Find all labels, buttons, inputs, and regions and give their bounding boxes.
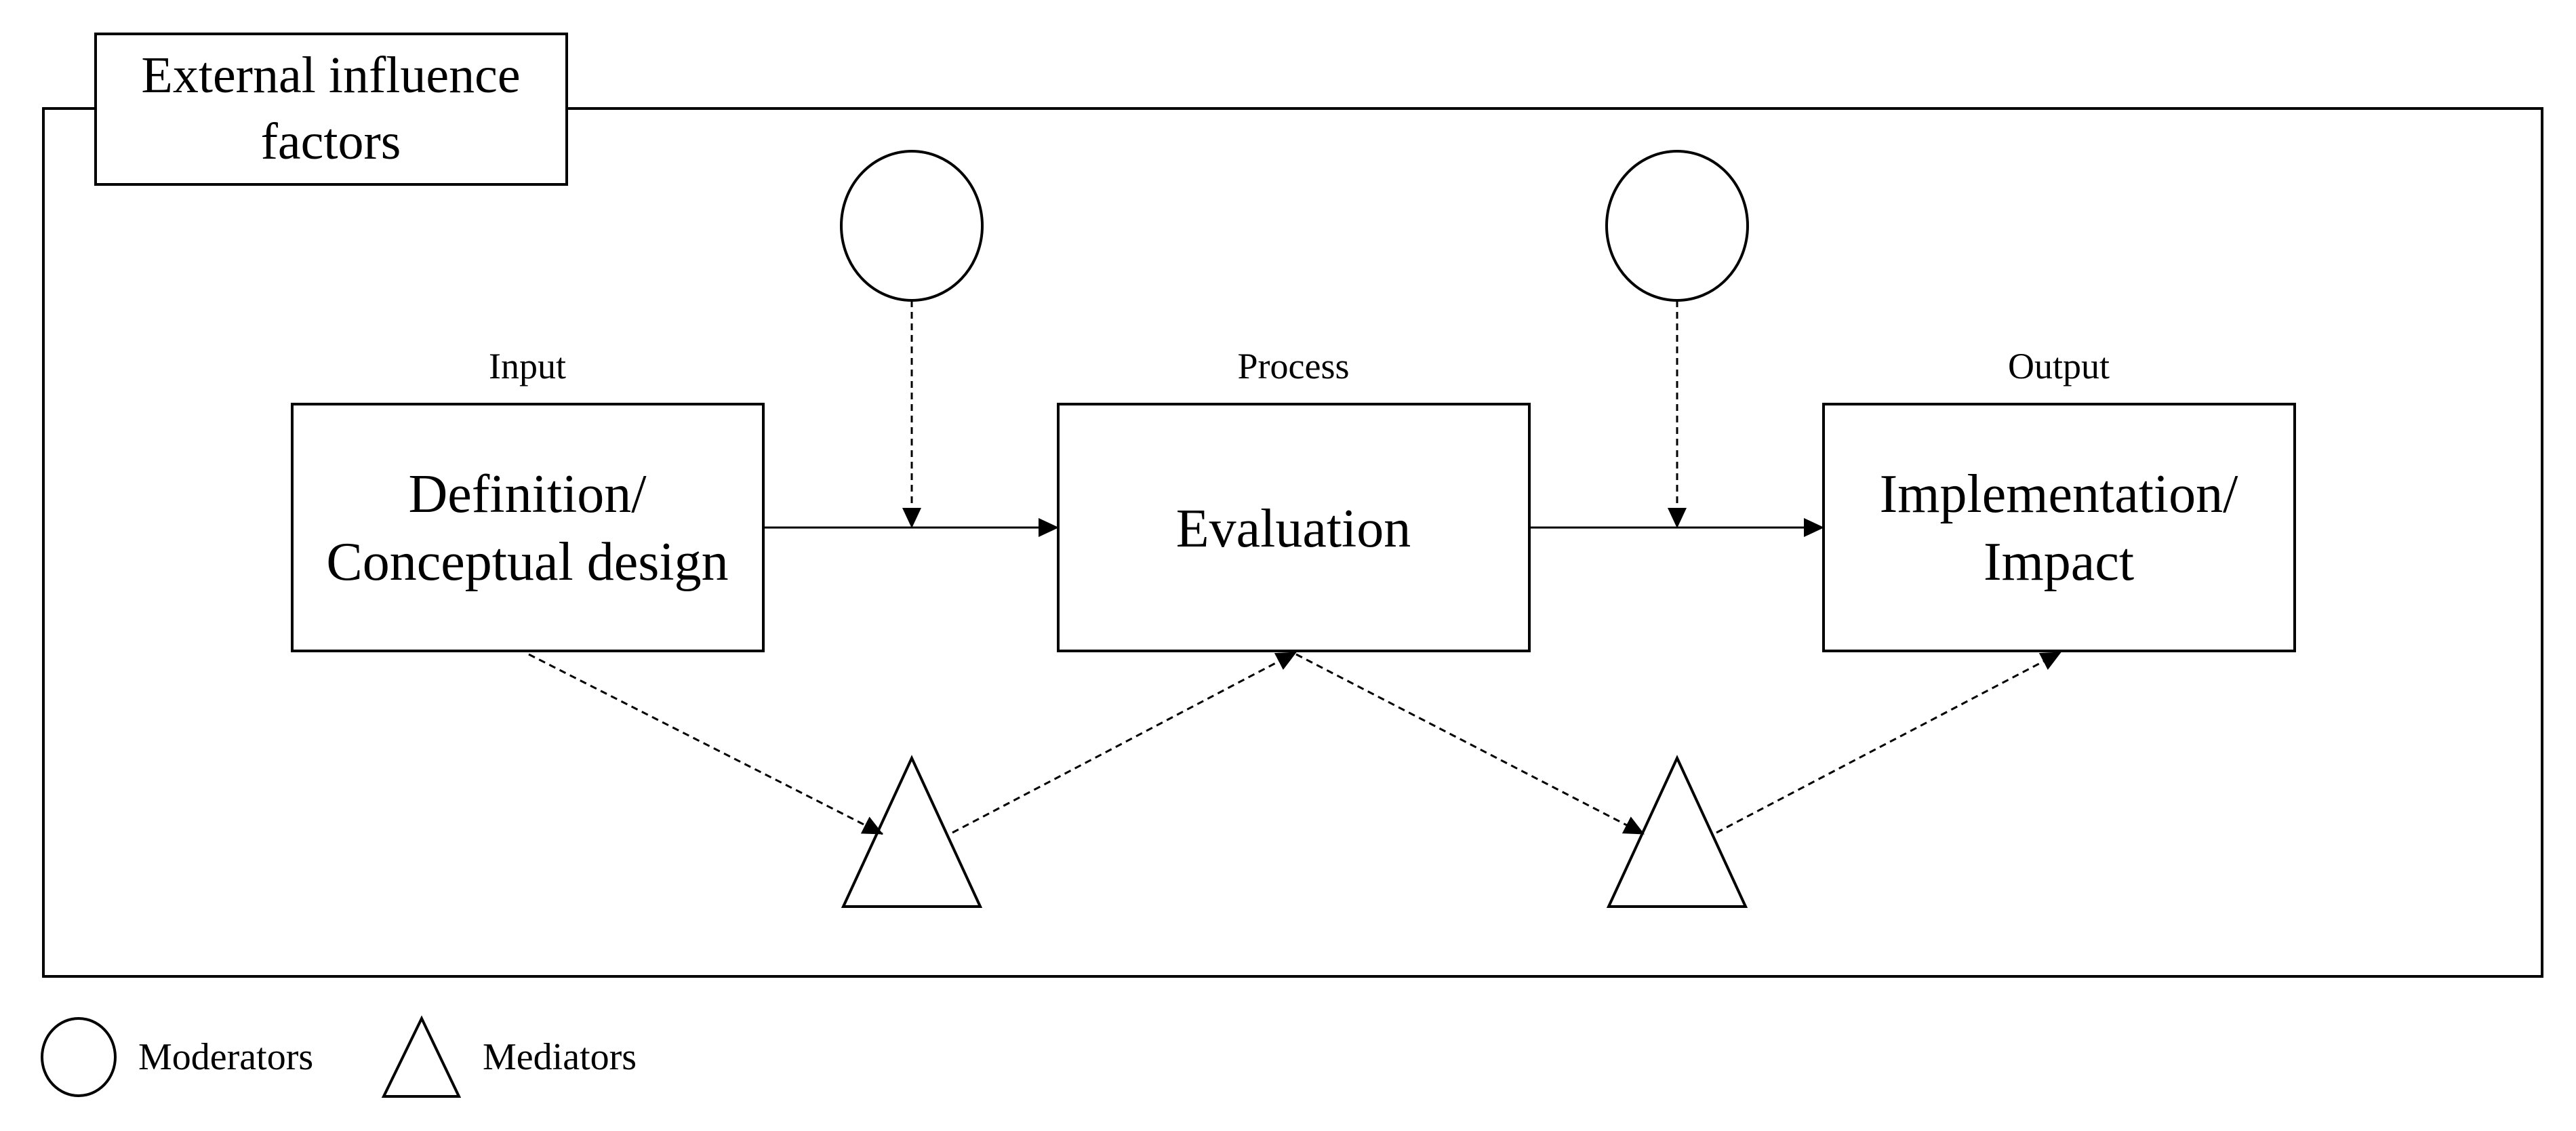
stage-process-line-1: Evaluation <box>1176 499 1411 559</box>
stage-heading-output: Output <box>2008 346 2110 386</box>
frame-label-line-2: factors <box>261 113 401 170</box>
legend-moderators-label: Moderators <box>138 1036 313 1078</box>
stage-input-line-2: Conceptual design <box>326 532 728 592</box>
legend: Moderators Mediators <box>41 1015 637 1098</box>
frame-label: External influence factors <box>94 33 568 186</box>
legend-mediators-label: Mediators <box>483 1036 637 1078</box>
stage-output-line-2: Impact <box>1984 532 2134 592</box>
mediator-arrow-input-to-triangle-1 <box>528 653 883 835</box>
external-frame <box>42 107 2543 978</box>
mediator-arrow-process-to-triangle-2 <box>1295 653 1645 835</box>
stage-box-output: Implementation/ Impact <box>1822 403 2296 652</box>
mediator-arrow-triangle-1-to-process <box>952 651 1297 834</box>
legend-moderator-circle <box>41 1017 117 1097</box>
mediator-triangle-1 <box>841 755 983 908</box>
mediator-triangle-2 <box>1606 755 1748 908</box>
mediator-arrow-triangle-2-to-output <box>1716 651 2061 834</box>
stage-heading-process: Process <box>1238 346 1350 386</box>
moderator-circle-1 <box>840 150 984 302</box>
stage-input-line-1: Definition/ <box>408 464 647 524</box>
stage-box-process: Evaluation <box>1057 403 1531 652</box>
frame-label-line-1: External influence <box>141 47 520 104</box>
legend-mediator-triangle <box>381 1015 462 1098</box>
stage-heading-input: Input <box>489 346 566 386</box>
moderator-circle-2 <box>1605 150 1749 302</box>
stage-output-line-1: Implementation/ <box>1880 464 2239 524</box>
stage-box-input: Definition/ Conceptual design <box>291 403 765 652</box>
